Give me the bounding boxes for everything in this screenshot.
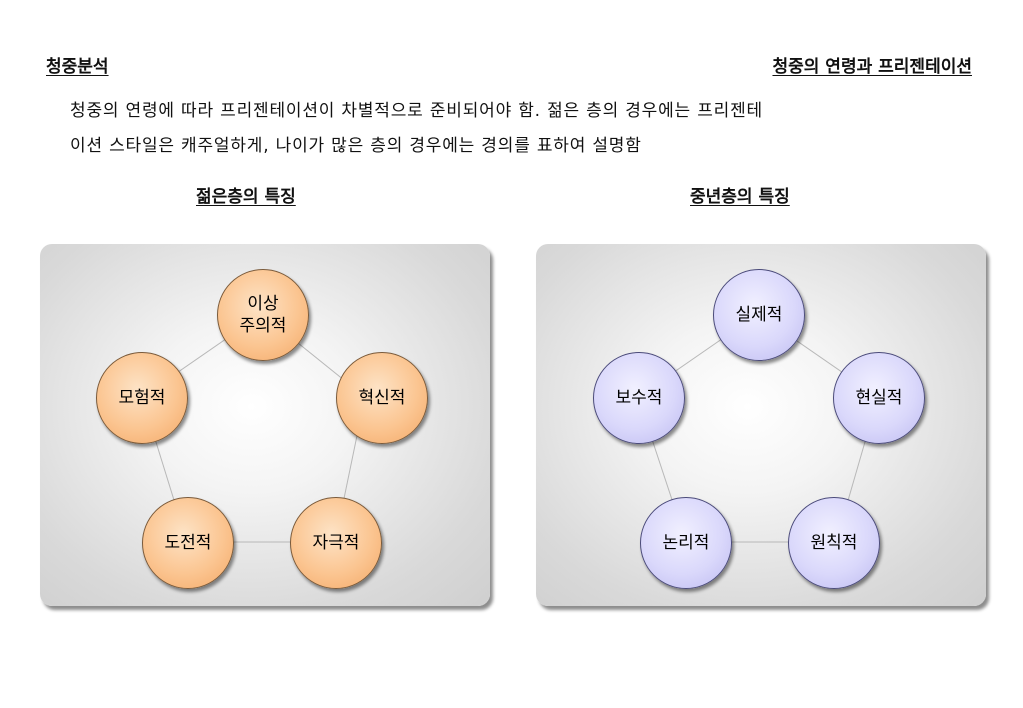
description-line-1: 청중의 연령에 따라 프리젠테이션이 차별적으로 준비되어야 함. 젊은 층의 … [70, 101, 763, 121]
trait-node-stimulating: 자극적 [290, 497, 382, 589]
trait-node-conservative: 보수적 [593, 352, 685, 444]
middle-group-title: 중년층의 특징 [690, 187, 790, 207]
trait-node-adventurous: 모험적 [96, 352, 188, 444]
trait-node-principled: 원칙적 [788, 497, 880, 589]
trait-node-innovative: 혁신적 [336, 352, 428, 444]
trait-node-idealistic: 이상 주의적 [217, 269, 309, 361]
young-traits-diagram: 이상 주의적 혁신적 자극적 도전적 모험적 [40, 244, 490, 606]
trait-node-challenging: 도전적 [142, 497, 234, 589]
trait-node-practical: 실제적 [713, 269, 805, 361]
slide-topic-title: 청중의 연령과 프리젠테이션 [772, 57, 972, 77]
section-title: 청중분석 [46, 57, 109, 77]
description-line-2: 이션 스타일은 캐주얼하게, 나이가 많은 층의 경우에는 경의를 표하여 설명… [70, 136, 642, 156]
trait-node-logical: 논리적 [640, 497, 732, 589]
young-group-title: 젊은층의 특징 [196, 187, 296, 207]
trait-node-realistic: 현실적 [833, 352, 925, 444]
middle-traits-diagram: 실제적 현실적 원칙적 논리적 보수적 [536, 244, 986, 606]
